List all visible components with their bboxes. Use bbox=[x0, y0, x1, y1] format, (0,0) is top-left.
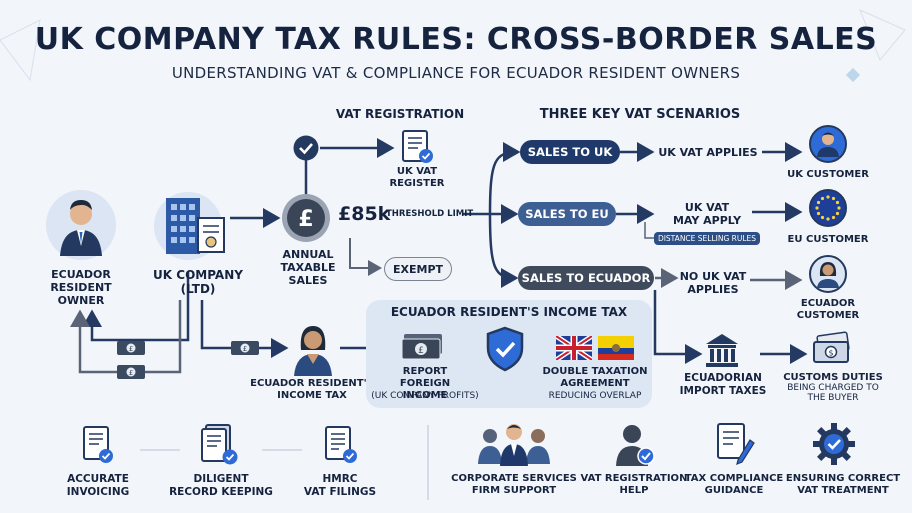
page-subtitle: UNDERSTANDING VAT & COMPLIANCE FOR ECUAD… bbox=[171, 64, 741, 82]
uk-customer-label: UK CUSTOMER bbox=[787, 169, 869, 180]
accurate-invoicing-label: ACCURATE INVOICING bbox=[66, 473, 130, 498]
shield-check-icon bbox=[484, 326, 526, 372]
svg-text:£: £ bbox=[129, 345, 133, 353]
distance-selling-tag: DISTANCE SELLING RULES bbox=[654, 232, 760, 245]
ecuador-vat-rule: NO UK VAT APPLIES bbox=[679, 270, 747, 296]
money-icon: £ bbox=[116, 340, 146, 356]
filing-icon bbox=[322, 425, 362, 465]
customs-money-icon: $ bbox=[810, 330, 854, 366]
eu-vat-rule: UK VAT MAY APPLY bbox=[672, 201, 742, 227]
vat-registration-help-label: VAT REGISTRATION HELP bbox=[580, 473, 688, 496]
sales-to-ecuador-pill: SALES TO ECUADOR bbox=[518, 266, 654, 290]
company-building-icon bbox=[152, 186, 232, 266]
records-icon bbox=[200, 423, 242, 467]
ecuador-flag-icon bbox=[598, 336, 634, 360]
income-tax-panel-heading: ECUADOR RESIDENT'S INCOME TAX bbox=[390, 305, 628, 319]
dta-sub: REDUCING OVERLAP bbox=[548, 391, 642, 401]
customs-duties-label: CUSTOMS DUTIES bbox=[783, 372, 883, 383]
money-stack-icon: £ bbox=[400, 332, 446, 362]
dta-label: DOUBLE TAXATION AGREEMENT bbox=[542, 366, 648, 389]
sales-to-uk-pill: SALES TO UK bbox=[520, 140, 620, 164]
report-foreign-income-label: REPORT FOREIGN INCOME bbox=[399, 366, 451, 401]
uk-vat-rule: UK VAT APPLIES bbox=[658, 146, 758, 159]
owner-avatar-icon bbox=[46, 190, 116, 260]
owner-label: ECUADOR RESIDENT OWNER bbox=[50, 268, 112, 307]
sales-to-eu-pill: SALES TO EU bbox=[518, 202, 616, 226]
uk-flag-icon bbox=[554, 333, 594, 363]
invoice-icon bbox=[80, 425, 116, 465]
svg-text:£: £ bbox=[418, 346, 424, 356]
record-keeping-label: DILIGENT RECORD KEEPING bbox=[169, 473, 273, 498]
threshold-value: £85k bbox=[338, 203, 391, 225]
report-foreign-income-sub: (UK COMPANY PROFITS) bbox=[371, 391, 479, 401]
svg-text:$: $ bbox=[828, 349, 833, 358]
page-title: UK COMPANY TAX RULES: CROSS-BORDER SALES bbox=[34, 22, 878, 57]
scenarios-heading: THREE KEY VAT SCENARIOS bbox=[539, 107, 741, 122]
threshold-label: THRESHOLD LIMIT bbox=[386, 209, 474, 219]
gear-check-icon bbox=[812, 422, 856, 466]
eu-customer-label: EU CUSTOMER bbox=[787, 234, 869, 245]
hmrc-filings-label: HMRC VAT FILINGS bbox=[303, 473, 377, 498]
bank-building-icon bbox=[702, 330, 742, 370]
vat-register-label: UK VAT REGISTER bbox=[389, 166, 445, 189]
company-label: UK COMPANY (LTD) bbox=[153, 268, 243, 296]
import-taxes-label: ECUADORIAN IMPORT TAXES bbox=[679, 372, 767, 397]
uk-customer-icon bbox=[808, 124, 848, 164]
svg-text:£: £ bbox=[129, 369, 133, 377]
check-circle-icon bbox=[292, 134, 320, 162]
annual-sales-label: ANNUAL TAXABLE SALES bbox=[280, 248, 336, 287]
money-icon: £ bbox=[116, 364, 146, 380]
corporate-services-label: CORPORATE SERVICES FIRM SUPPORT bbox=[451, 473, 577, 496]
pound-coin-icon: £ bbox=[280, 192, 332, 244]
customs-duties-sub: BEING CHARGED TO THE BUYER bbox=[787, 383, 879, 403]
svg-text:£: £ bbox=[298, 207, 313, 232]
resident-income-tax-label: ECUADOR RESIDENT'S INCOME TAX bbox=[250, 378, 374, 401]
exempt-badge: EXEMPT bbox=[384, 257, 452, 281]
correct-vat-label: ENSURING CORRECT VAT TREATMENT bbox=[785, 473, 901, 496]
tax-compliance-label: TAX COMPLIANCE GUIDANCE bbox=[684, 473, 784, 496]
vat-registration-heading: VAT REGISTRATION bbox=[335, 107, 465, 121]
team-icon bbox=[474, 420, 554, 468]
ecuador-customer-label: ECUADOR CUSTOMER bbox=[796, 298, 860, 321]
svg-text:£: £ bbox=[243, 345, 247, 353]
advisor-icon bbox=[610, 420, 658, 468]
resident-woman-icon bbox=[286, 318, 340, 376]
vat-register-icon bbox=[398, 128, 436, 166]
eu-flag-icon bbox=[808, 188, 848, 228]
guidance-icon bbox=[712, 422, 756, 466]
ecuador-customer-icon bbox=[808, 254, 848, 294]
money-icon: £ bbox=[230, 340, 260, 356]
